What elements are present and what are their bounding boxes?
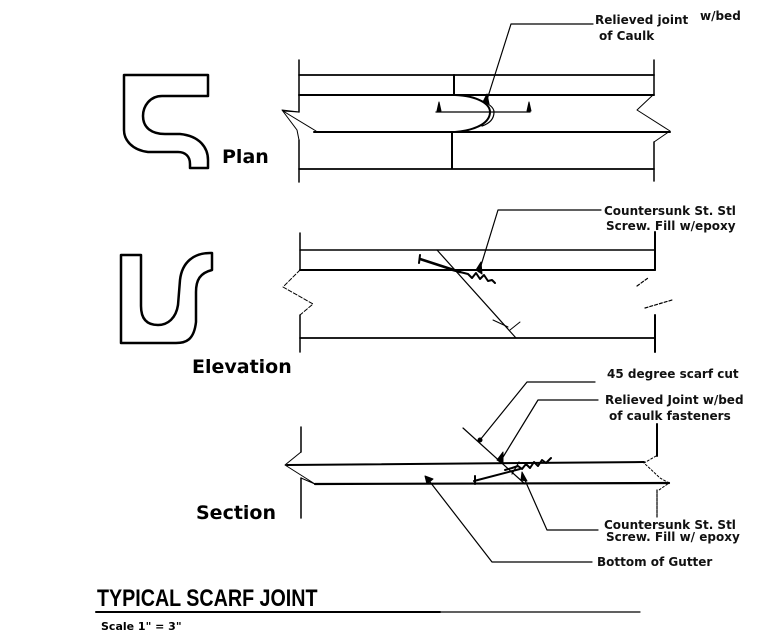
plan-callout-relieved-joint-suffix: w/bed [700,9,741,23]
section-view-label: Section [196,502,277,524]
plan-callout-relieved-joint-line2: of Caulk [599,29,655,43]
section-callout-scarf-cut: 45 degree scarf cut [607,367,739,381]
section-callout-relieved-joint-line2: of caulk fasteners [609,409,731,423]
section-joint-drawing [284,381,671,563]
drawing-scale: Scale 1" = 3" [101,620,182,633]
section-callout-screw-line2: Screw. Fill w/ epoxy [606,530,740,544]
plan-gutter-profile [122,73,210,170]
plan-view-label: Plan [222,146,269,168]
section-callout-gutter-bottom: Bottom of Gutter [597,555,713,569]
elevation-joint-drawing [282,209,673,353]
elevation-callout-screw-line2: Screw. Fill w/epoxy [606,219,736,233]
elevation-callout-screw-line1: Countersunk St. Stl [604,204,736,218]
drawing-title: TYPICAL SCARF JOINT [97,585,318,612]
elevation-gutter-profile [119,251,214,345]
section-callout-screw-line1: Countersunk St. Stl [604,518,736,532]
plan-joint-drawing [281,23,671,183]
plan-callout-relieved-joint-line1: Relieved joint [595,13,689,27]
section-callout-relieved-joint-line1: Relieved Joint w/bed [605,393,744,407]
elevation-view-label: Elevation [192,356,292,378]
